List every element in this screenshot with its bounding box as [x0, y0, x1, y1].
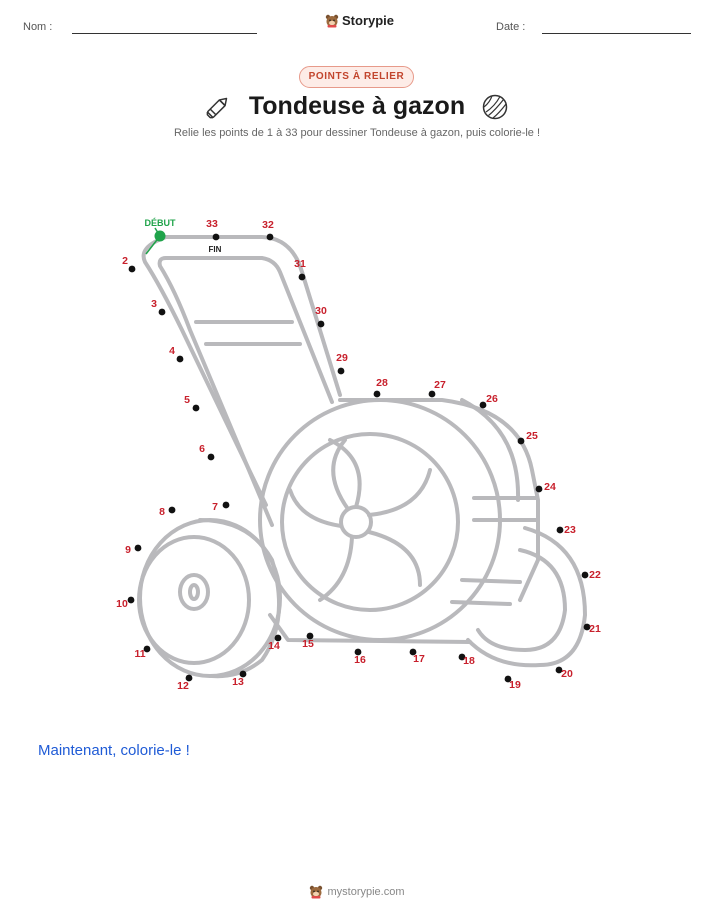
dot-21 — [583, 623, 591, 631]
dot-label-6: 6 — [199, 443, 205, 455]
pencil-icon — [206, 97, 228, 119]
lawnmower-outline — [137, 235, 587, 679]
end-label: FIN — [209, 245, 222, 254]
footer: mystorypie.com — [0, 885, 714, 899]
brand-name: Storypie — [342, 13, 395, 28]
brand: Storypie — [325, 13, 394, 28]
dot-16 — [354, 648, 362, 656]
dot-5 — [192, 404, 200, 412]
dot-33 — [212, 233, 220, 241]
title-row: Tondeuse à gazon — [0, 90, 714, 128]
dot-label-23: 23 — [564, 524, 576, 536]
date-label: Date : — [496, 21, 526, 33]
name-field[interactable] — [72, 33, 257, 34]
dot-8 — [168, 506, 176, 514]
dot-label-17: 17 — [413, 653, 425, 665]
dot-24 — [535, 485, 543, 493]
dot-9 — [134, 544, 142, 552]
dot-label-2: 2 — [122, 255, 128, 267]
dot-label-27: 27 — [434, 379, 446, 391]
dot-6 — [207, 453, 215, 461]
dot-label-5: 5 — [184, 394, 190, 406]
instructions: Relie les points de 1 à 33 pour dessiner… — [173, 127, 541, 139]
brand-logo-icon — [325, 14, 339, 27]
dot-28 — [373, 390, 381, 398]
dot-label-18: 18 — [463, 655, 475, 667]
dot-18 — [458, 653, 466, 661]
dot-label-25: 25 — [526, 430, 538, 442]
dot-label-24: 24 — [544, 481, 556, 493]
dot-29 — [337, 367, 345, 375]
dot-30 — [317, 320, 325, 328]
dot-11 — [143, 645, 151, 653]
dot-label-32: 32 — [262, 219, 274, 231]
dot-label-30: 30 — [315, 305, 327, 317]
footer-url: mystorypie.com — [327, 886, 405, 898]
dot-23 — [556, 526, 564, 534]
dot-10 — [127, 596, 135, 604]
dot-label-26: 26 — [486, 393, 498, 405]
dot-label-13: 13 — [232, 676, 244, 688]
dot-label-19: 19 — [509, 679, 521, 691]
dot-label-15: 15 — [302, 638, 314, 650]
start-label: DÉBUT — [145, 218, 177, 228]
dot-label-21: 21 — [589, 623, 601, 635]
dot-label-8: 8 — [159, 506, 165, 518]
dot-label-31: 31 — [294, 258, 306, 270]
dot-25 — [517, 437, 525, 445]
dot-17 — [409, 648, 417, 656]
footer-logo-icon — [310, 885, 323, 899]
page-title: Tondeuse à gazon — [248, 92, 466, 120]
dot-label-4: 4 — [169, 345, 175, 357]
name-label: Nom : — [23, 21, 53, 33]
coloring-prompt: Maintenant, colorie-le ! — [38, 742, 190, 759]
dot-label-20: 20 — [561, 668, 573, 680]
dot-7 — [222, 501, 230, 509]
start-dot — [154, 230, 166, 242]
dot-label-12: 12 — [177, 680, 189, 692]
yarn-ball-icon — [482, 94, 508, 120]
dot-4 — [176, 355, 184, 363]
dot-2 — [128, 265, 136, 273]
dot-label-9: 9 — [125, 544, 131, 556]
activity-badge: POINTS À RELIER — [299, 66, 414, 88]
dot-label-7: 7 — [212, 501, 218, 513]
dot-26 — [479, 401, 487, 409]
dot-label-16: 16 — [354, 654, 366, 666]
dot-32 — [266, 233, 274, 241]
dot-12 — [185, 674, 193, 682]
date-field[interactable] — [542, 33, 691, 34]
dot-14 — [274, 634, 282, 642]
dot-label-22: 22 — [589, 569, 601, 581]
dot-27 — [428, 390, 436, 398]
dot-31 — [298, 273, 306, 281]
dot-22 — [581, 571, 589, 579]
dot-label-33: 33 — [206, 218, 218, 230]
dot-19 — [504, 675, 512, 683]
dot-label-10: 10 — [116, 598, 128, 610]
dot-20 — [555, 666, 563, 674]
dot-15 — [306, 632, 314, 640]
dot-13 — [239, 670, 247, 678]
dot-3 — [158, 308, 166, 316]
dot-label-29: 29 — [336, 352, 348, 364]
dot-label-28: 28 — [376, 377, 388, 389]
dot-label-14: 14 — [268, 640, 280, 652]
dot-label-11: 11 — [134, 648, 145, 660]
dot-label-3: 3 — [151, 298, 157, 310]
